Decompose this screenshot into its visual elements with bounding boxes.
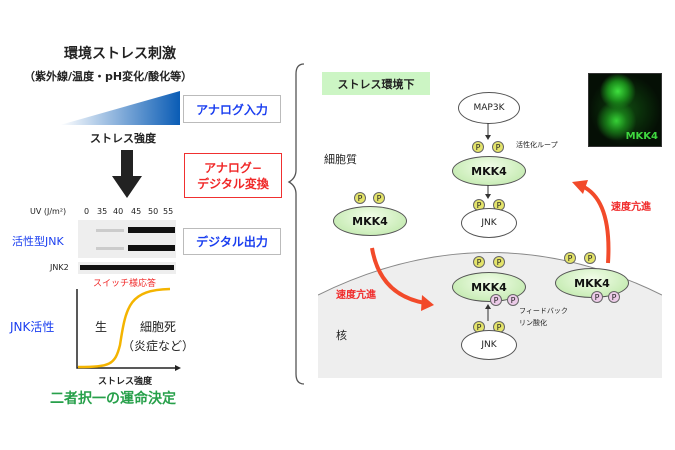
uv-dose: 55 — [163, 207, 174, 216]
survival-label: 生 — [95, 320, 108, 334]
mkk4-left: MKK4 — [333, 206, 407, 236]
phospho-site: P — [493, 256, 505, 268]
analog-input-label: アナログ入力 — [183, 95, 281, 123]
mkk4-cytoplasm-active: MKK4 — [452, 156, 526, 186]
active-jnk-label: 活性型JNK — [12, 235, 64, 248]
nucleus-label: 核 — [336, 329, 347, 342]
map3k-node: MAP3K — [458, 92, 520, 124]
phospho-site: P — [373, 192, 385, 204]
feedback-label-2: リン酸化 — [519, 319, 547, 327]
feedback-phospho-site: P — [507, 294, 519, 306]
activation-loop-label: 活性化ループ — [516, 141, 558, 149]
feedback-phospho-site: P — [490, 294, 502, 306]
phospho-site: P — [492, 141, 504, 153]
feedback-label-1: フィードバック — [519, 307, 568, 315]
phospho-site: P — [584, 252, 596, 264]
feedback-phospho-site: P — [591, 291, 603, 303]
feedback-phospho-site: P — [608, 291, 620, 303]
speed-up-label-left: 速度亢進 — [336, 290, 376, 301]
stress-intensity-label: ストレス強度 — [90, 132, 156, 145]
translocation-arrows — [370, 180, 611, 311]
cell-death-label: 細胞死 — [140, 320, 177, 334]
cytoplasm-label: 細胞質 — [324, 153, 357, 166]
uv-label: UV (J/m²) — [30, 207, 67, 216]
jnk-activity-label: JNK活性 — [10, 320, 55, 334]
speed-up-label-right: 速度亢進 — [611, 202, 651, 213]
jnk2-label: JNK2 — [50, 263, 69, 272]
jnk-nucleus: JNK — [461, 330, 517, 360]
condition-label: ストレス環境下 — [322, 72, 430, 95]
western-blot — [78, 220, 176, 274]
conversion-line1: アナログ− — [204, 160, 262, 175]
uv-dose: 0 — [84, 207, 90, 216]
x-axis-label: ストレス強度 — [98, 377, 153, 387]
uv-dose: 35 — [97, 207, 108, 216]
stress-gradient-triangle — [60, 91, 180, 125]
arrow-up-icon — [485, 304, 491, 321]
digital-output-label: デジタル出力 — [183, 228, 281, 255]
conversion-line2: デジタル変換 — [197, 176, 269, 191]
micrograph-label: MKK4 — [625, 131, 658, 142]
arrow-icon — [485, 185, 491, 199]
uv-dose: 45 — [131, 207, 142, 216]
mkk4-micrograph: MKK4 — [588, 73, 662, 147]
inflammation-label: （炎症など） — [122, 339, 195, 353]
uv-dose: 40 — [113, 207, 124, 216]
bracket — [287, 63, 305, 385]
analog-digital-conversion: アナログ− デジタル変換 — [184, 153, 282, 198]
switch-response-label: スイッチ様応答 — [93, 279, 157, 289]
arrow-icon — [485, 123, 491, 140]
fate-label: 二者択一の運命決定 — [50, 391, 176, 407]
down-arrow-icon — [112, 150, 142, 198]
subtitle: （紫外線/温度・pH変化/酸化等） — [24, 70, 193, 83]
jnk-cytoplasm: JNK — [461, 208, 517, 238]
phospho-site: P — [564, 252, 576, 264]
sigmoid-graph — [76, 287, 181, 371]
phospho-site: P — [473, 256, 485, 268]
phospho-site: P — [472, 141, 484, 153]
phospho-site: P — [354, 192, 366, 204]
uv-dose: 50 — [148, 207, 159, 216]
title: 環境ストレス刺激 — [64, 46, 176, 62]
